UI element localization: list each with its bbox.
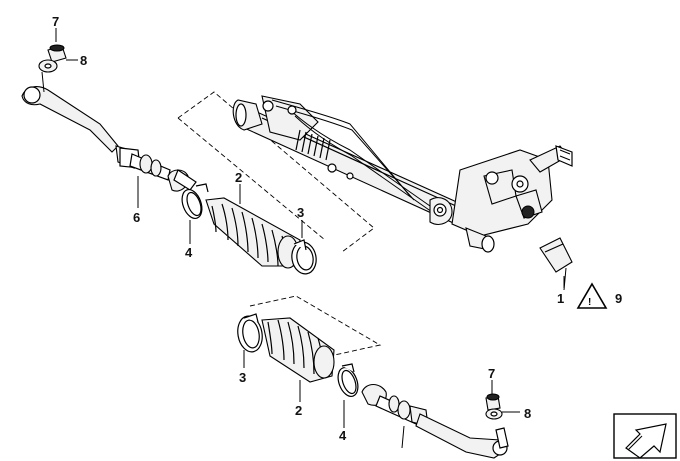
upper-clamp-3	[291, 239, 317, 275]
callout-2-upper: 2	[235, 170, 242, 185]
housing-ribs	[295, 129, 331, 161]
lower-boot-2	[261, 317, 335, 383]
callout-9: 9	[615, 291, 622, 306]
part-1-bracket	[539, 237, 573, 291]
callout-7-upper: 7	[52, 14, 59, 29]
callout-labels: 7 8 6 4 2 3 1 9 3 2 4 7 8	[52, 14, 622, 443]
callout-2-lower: 2	[295, 403, 302, 418]
upper-boot-2	[205, 197, 301, 269]
callout-8-lower: 8	[524, 406, 531, 421]
callout-4-upper: 4	[185, 245, 193, 260]
callout-3-upper: 3	[297, 205, 304, 220]
upper-assembly-outline	[177, 91, 375, 253]
lower-tie-rod	[361, 383, 509, 459]
callout-7-lower: 7	[488, 366, 495, 381]
warning-triangle-icon: !	[576, 282, 608, 309]
upper-nut-washer	[38, 44, 67, 73]
lower-assembly-outline	[249, 295, 382, 357]
callout-3-lower: 3	[239, 370, 246, 385]
callout-4-lower: 4	[339, 428, 347, 443]
lower-clamp-3	[237, 313, 263, 353]
direction-arrow-icon	[613, 413, 677, 459]
lower-clamp-4	[337, 363, 359, 398]
lower-boot-ribs	[267, 319, 325, 377]
callout-1: 1	[557, 291, 564, 306]
upper-clamp-4	[181, 183, 209, 220]
leader-lines	[55, 28, 565, 428]
steering-gear-housing	[232, 95, 573, 253]
callout-8-upper: 8	[80, 53, 87, 68]
upper-tie-rod	[21, 71, 197, 192]
warning-symbol-text: !	[588, 297, 591, 308]
lower-nut-washer	[485, 393, 503, 420]
callout-6: 6	[133, 210, 140, 225]
